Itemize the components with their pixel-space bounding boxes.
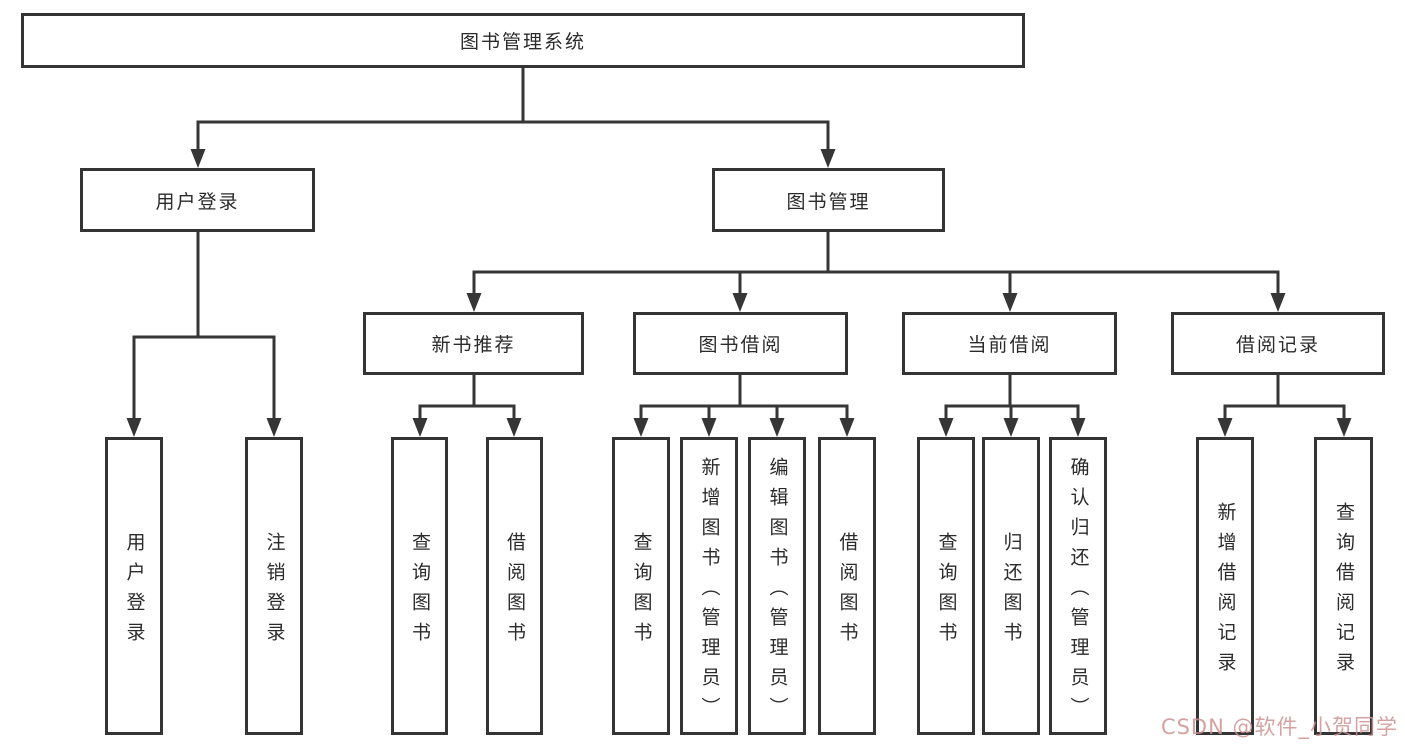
node-label: 查询图书: [630, 531, 653, 652]
watermark-text: CSDN @软件_小贺同学: [1160, 715, 1398, 739]
node-leaf-user-login: 用户登录: [105, 437, 163, 735]
node-user-login-group: 用户登录: [80, 168, 315, 232]
arrowhead-icon: [1070, 418, 1086, 437]
arrowhead-icon: [1336, 418, 1352, 437]
node-leaf-logout: 注销登录: [245, 437, 303, 735]
arrowhead-icon: [506, 418, 522, 437]
arrowhead-icon: [412, 418, 428, 437]
arrowhead-icon: [938, 418, 954, 437]
arrowhead-icon: [1002, 293, 1018, 312]
node-leaf-query-book-1: 查询图书: [391, 437, 448, 735]
node-label: 查询图书: [935, 531, 958, 652]
node-label: 编辑图书（管理员）: [766, 456, 789, 727]
node-leaf-confirm-return: 确认归还（管理员）: [1049, 437, 1107, 735]
arrowhead-icon: [633, 418, 649, 437]
node-label: 图书借阅: [698, 334, 783, 356]
node-label: 借阅图书: [504, 531, 526, 652]
node-new-book-recommend: 新书推荐: [363, 312, 584, 375]
arrowhead-icon: [732, 293, 748, 312]
node-label: 借阅记录: [1235, 334, 1320, 356]
arrowhead-icon: [769, 418, 785, 437]
node-leaf-add-book: 新增图书（管理员）: [680, 437, 738, 735]
node-label: 确认归还（管理员）: [1067, 456, 1090, 727]
node-leaf-query-book-3: 查询图书: [917, 437, 975, 735]
node-leaf-query-borrow-record: 查询借阅记录: [1314, 437, 1373, 735]
node-label: 查询借阅记录: [1333, 501, 1355, 682]
node-label: 图书管理: [786, 190, 871, 213]
node-book-borrow: 图书借阅: [633, 312, 848, 375]
node-borrow-record: 借阅记录: [1171, 312, 1385, 375]
node-leaf-query-book-2: 查询图书: [612, 437, 670, 735]
node-label: 当前借阅: [967, 334, 1052, 356]
arrowhead-icon: [839, 418, 855, 437]
arrowhead-icon: [1003, 418, 1019, 437]
node-label: 归还图书: [1000, 531, 1023, 652]
node-leaf-borrow-book-1: 借阅图书: [486, 437, 543, 735]
arrowhead-icon: [1217, 418, 1233, 437]
arrowhead-icon: [266, 418, 282, 437]
node-label: 图书管理系统: [459, 31, 586, 53]
node-label: 用户登录: [123, 531, 146, 652]
node-leaf-add-borrow-record: 新增借阅记录: [1196, 437, 1254, 735]
arrowhead-icon: [1270, 293, 1286, 312]
node-label: 新书推荐: [431, 334, 516, 356]
node-label: 新增图书（管理员）: [698, 456, 721, 727]
arrowhead-icon: [820, 149, 836, 168]
node-system: 图书管理系统: [21, 13, 1025, 68]
node-leaf-borrow-book-2: 借阅图书: [818, 437, 876, 735]
node-label: 新增借阅记录: [1214, 501, 1237, 682]
node-book-management: 图书管理: [712, 168, 945, 232]
arrowhead-icon: [190, 149, 206, 168]
node-leaf-return-book: 归还图书: [982, 437, 1040, 735]
arrowhead-icon: [701, 418, 717, 437]
node-label: 注销登录: [263, 531, 286, 652]
arrowhead-icon: [466, 293, 482, 312]
node-label: 查询图书: [409, 531, 431, 652]
arrowhead-icon: [126, 418, 142, 437]
node-current-borrow: 当前借阅: [902, 312, 1117, 375]
node-label: 借阅图书: [836, 531, 859, 652]
node-label: 用户登录: [155, 190, 240, 213]
node-leaf-edit-book: 编辑图书（管理员）: [748, 437, 806, 735]
